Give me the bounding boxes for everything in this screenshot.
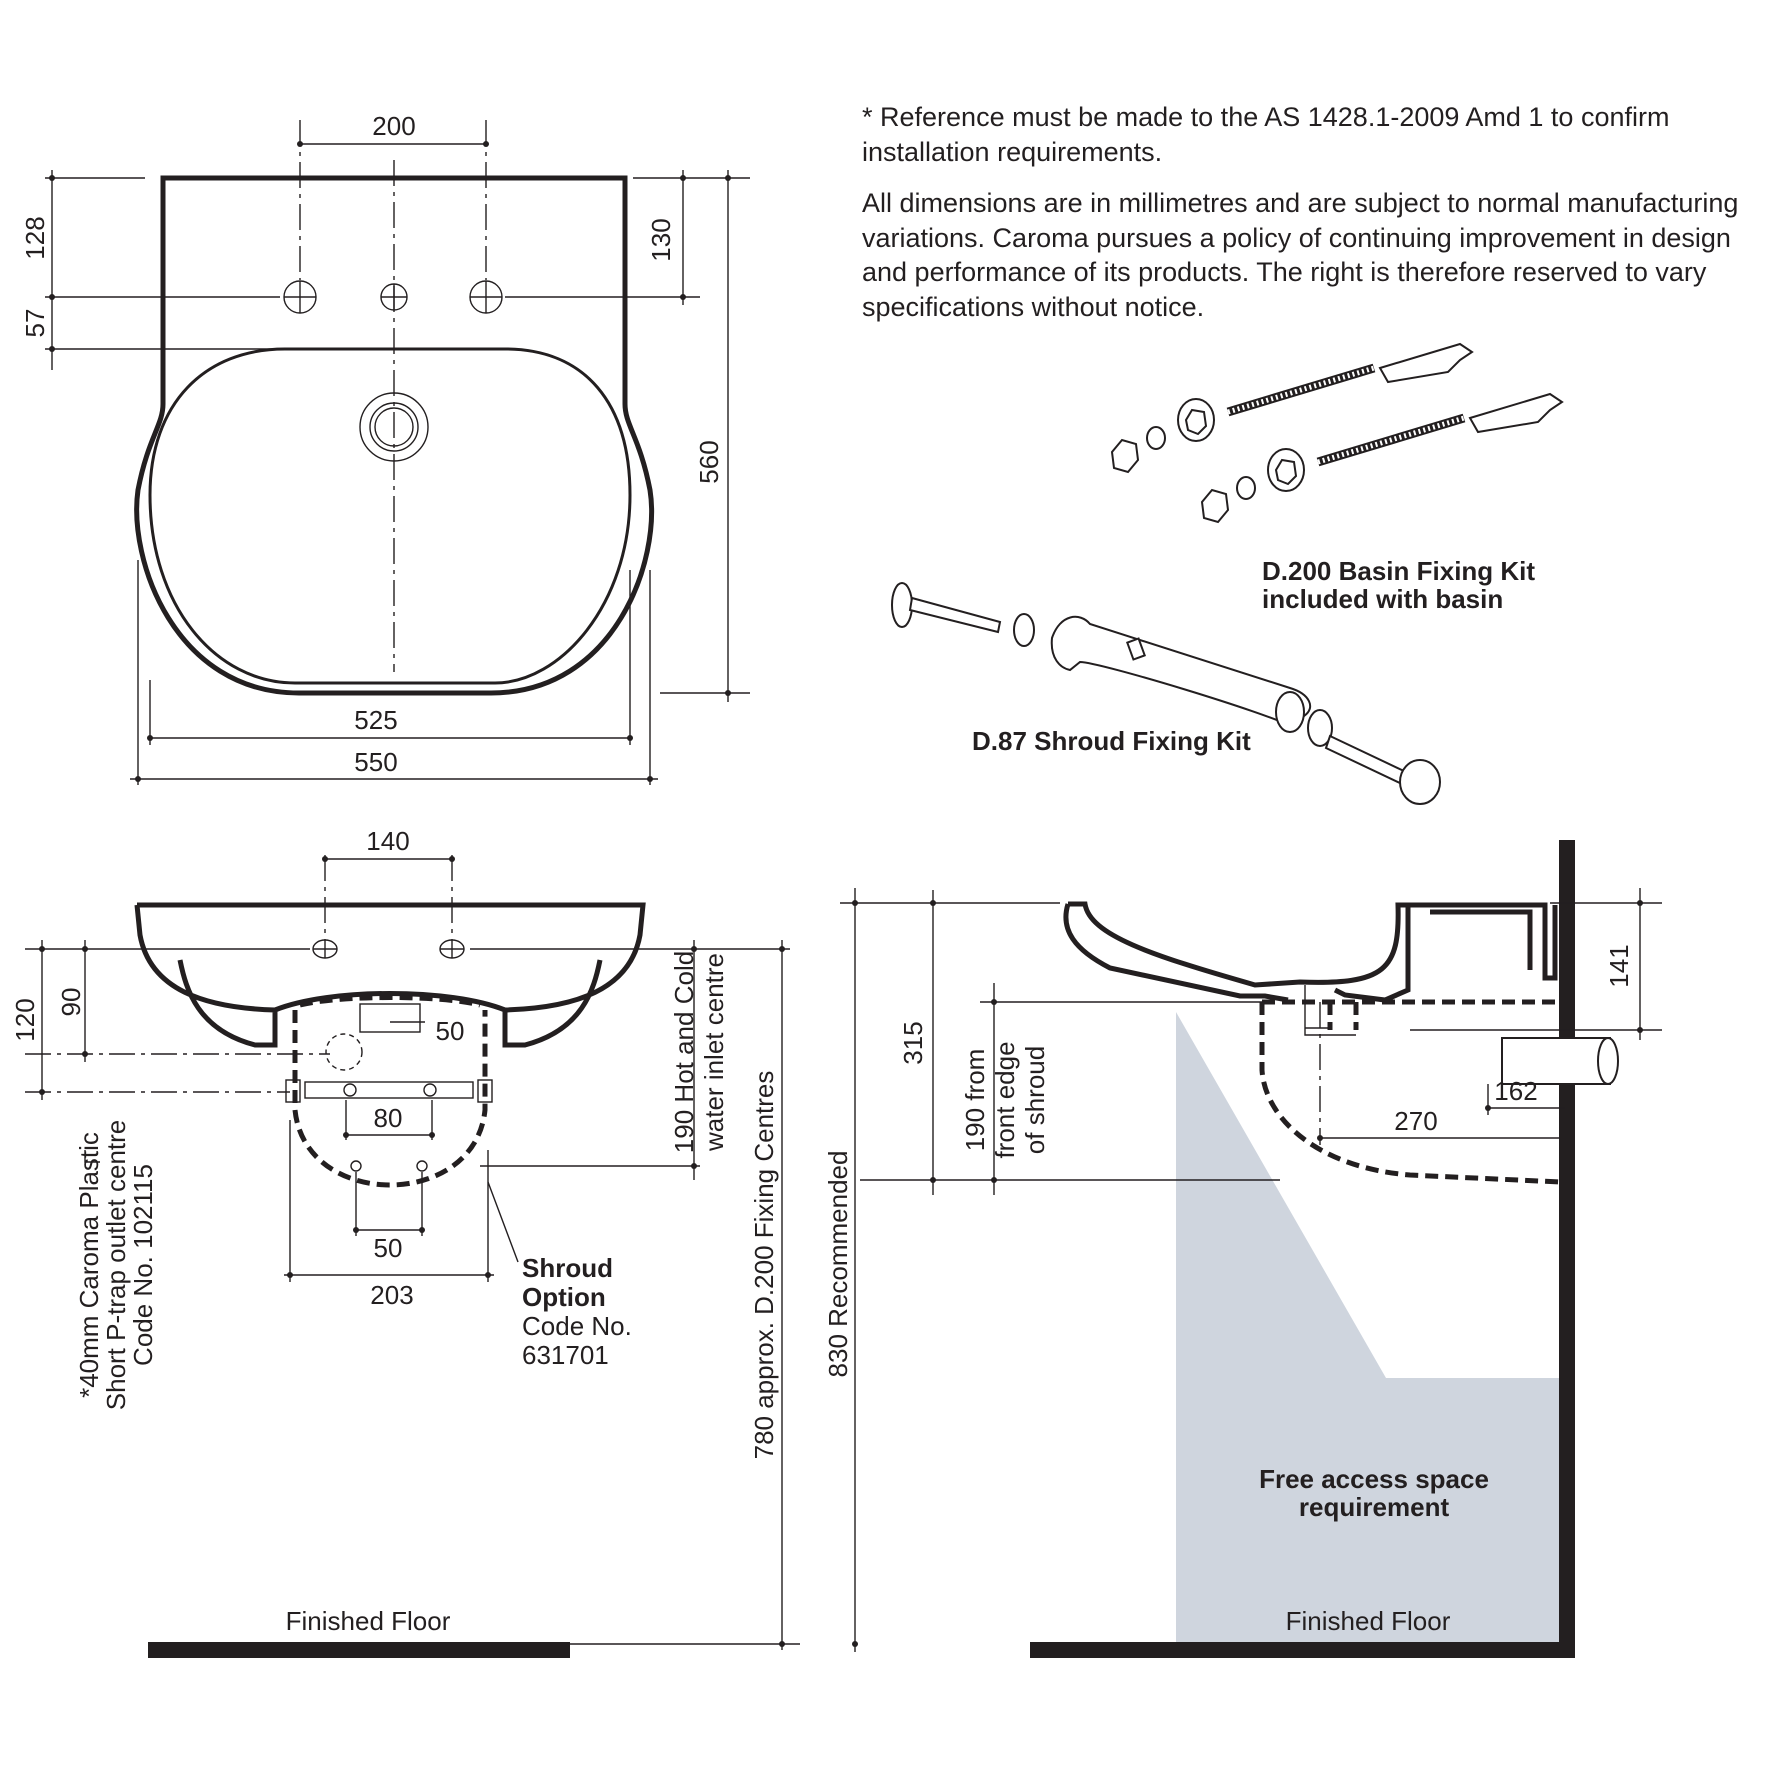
dim-270: 270 [1394, 1106, 1437, 1136]
dim-tap-centres-front: 140 [366, 826, 409, 856]
shroud-note-line3: of shroud [1020, 1046, 1050, 1154]
finished-floor-front [148, 1642, 570, 1658]
basin-fixing-kit-icon [1110, 342, 1564, 524]
dimensions-note: All dimensions are in millimetres and ar… [862, 188, 1739, 322]
dim-315: 315 [898, 1021, 928, 1064]
dim-tap-to-bowl: 57 [20, 309, 50, 338]
bowl-plan-outline [148, 347, 632, 685]
dim-90: 90 [56, 988, 86, 1017]
basin-plan-outline [134, 175, 655, 696]
shroud-front-outline [292, 1010, 488, 1188]
tap-hole-front-right-icon [439, 939, 465, 959]
fixing-centres-note: 780 approx. D.200 Fixing Centres [749, 1071, 779, 1460]
shroud-title-line1: Shroud [522, 1253, 613, 1283]
trap-note-line2: Short P-trap outlet centre [101, 1120, 131, 1410]
dim-830: 830 Recommended [823, 1151, 853, 1378]
basin-fixing-kit-label: D.200 Basin Fixing Kit [1262, 556, 1535, 586]
notes-block: * Reference must be made to the AS 1428.… [862, 100, 1762, 341]
dim-141: 141 [1604, 944, 1634, 987]
basin-fixing-kit-sublabel: included with basin [1262, 584, 1503, 614]
floor-label-front: Finished Floor [286, 1606, 451, 1636]
trap-note-line1: *40mm Caroma Plastic [74, 1132, 104, 1398]
floor-label-side: Finished Floor [1286, 1606, 1451, 1636]
dim-50-top: 50 [436, 1016, 465, 1046]
dim-162: 162 [1494, 1076, 1537, 1106]
dim-depth: 560 [694, 440, 724, 483]
side-elevation: Free access space requirement Finished F… [823, 840, 1662, 1658]
finished-floor-side [1030, 1642, 1575, 1658]
access-label-line2: requirement [1299, 1492, 1450, 1522]
shroud-note-line2: front edge [990, 1041, 1020, 1158]
shroud-fixing-kit-icon [891, 582, 1441, 805]
shroud-side-section [1259, 999, 1561, 1185]
inlet-note-line1: 190 Hot and Cold [669, 951, 699, 1153]
access-label-line1: Free access space [1259, 1464, 1489, 1494]
shroud-code-line1: Code No. [522, 1311, 632, 1341]
tap-hole-centre-icon [380, 283, 408, 311]
inlet-note-line2: water inlet centre [699, 953, 729, 1152]
dim-back-to-tap-right: 130 [646, 218, 676, 261]
plan-view: 200 128 57 130 560 525 550 [20, 111, 750, 785]
basin-side-section [1063, 901, 1558, 1003]
shroud-code-line2: 631701 [522, 1340, 609, 1370]
basin-front-outline [134, 902, 646, 1048]
dim-back-to-tap: 128 [20, 216, 50, 259]
shroud-fixing-kit-label: D.87 Shroud Fixing Kit [972, 726, 1251, 756]
dim-overall-width: 550 [354, 747, 397, 777]
free-access-area [1176, 1012, 1562, 1644]
waste-outlet-icon [359, 392, 429, 462]
shroud-note-line1: 190 from [960, 1049, 990, 1152]
dim-80: 80 [374, 1103, 403, 1133]
shroud-fixing-rail-icon [285, 1079, 493, 1103]
dim-bowl-width: 525 [354, 705, 397, 735]
dim-tap-centres: 200 [372, 111, 415, 141]
tap-hole-front-left-icon [312, 939, 338, 959]
dim-120: 120 [10, 998, 40, 1041]
tap-hole-right-icon [469, 280, 503, 314]
wall [1559, 840, 1575, 1658]
dim-203: 203 [370, 1280, 413, 1310]
shroud-title-line2: Option [522, 1282, 606, 1312]
tap-hole-left-icon [283, 280, 317, 314]
reference-note: * Reference must be made to the AS 1428.… [862, 102, 1670, 167]
trap-note-line3: Code No. 102115 [128, 1164, 158, 1366]
front-elevation: 140 120 90 50 80 50 203 190 Hot and Cold [10, 826, 800, 1658]
dim-50-bottom: 50 [374, 1233, 403, 1263]
